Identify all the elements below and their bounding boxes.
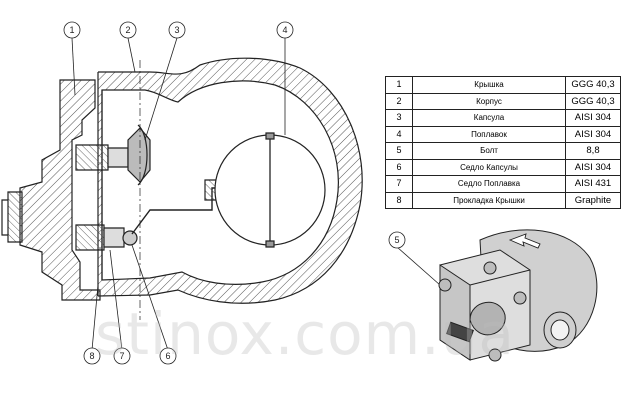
part-material-cell: AISI 431	[565, 175, 621, 193]
svg-text:2: 2	[125, 25, 130, 35]
callout-6: 6	[159, 347, 177, 365]
part-number-cell: 2	[385, 92, 413, 110]
part-name-cell: Седло Капсулы	[412, 158, 566, 176]
callout-3: 3	[168, 21, 186, 39]
part-name-cell: Прокладка Крышки	[412, 191, 566, 209]
part-number-cell: 1	[385, 76, 413, 94]
svg-text:5: 5	[394, 235, 399, 245]
callout-7: 7	[113, 347, 131, 365]
svg-text:3: 3	[174, 25, 179, 35]
part-number-cell: 7	[385, 175, 413, 193]
part-number-cell: 3	[385, 109, 413, 127]
part-number-cell: 4	[385, 125, 413, 143]
float-seat	[75, 224, 105, 251]
cross-section	[1, 57, 363, 320]
part-material-cell: GGG 40,3	[565, 92, 621, 110]
callout-2: 2	[119, 21, 137, 39]
part-material-cell: Graphite	[565, 191, 621, 209]
svg-text:8: 8	[89, 351, 94, 361]
part-material-cell: 8,8	[565, 142, 621, 160]
isometric-view	[438, 229, 598, 362]
part-number-cell: 8	[385, 191, 413, 209]
callout-8: 8	[83, 347, 101, 365]
part-name-cell: Седло Поплавка	[412, 175, 566, 193]
cover-section	[19, 79, 101, 301]
part-name-cell: Поплавок	[412, 125, 566, 143]
inlet-flange	[7, 191, 23, 243]
callout-5: 5	[388, 231, 406, 249]
part-name-cell: Капсула	[412, 109, 566, 127]
flow-arrow-icon	[508, 233, 541, 249]
part-material-cell: AISI 304	[565, 158, 621, 176]
svg-text:6: 6	[165, 351, 170, 361]
part-name-cell: Корпус	[412, 92, 566, 110]
svg-text:7: 7	[119, 351, 124, 361]
svg-text:1: 1	[69, 25, 74, 35]
valve-ball	[122, 230, 138, 246]
capsule-seat	[75, 144, 109, 171]
callout-leaders	[71, 37, 441, 351]
part-material-cell: AISI 304	[565, 125, 621, 143]
part-name-cell: Крышка	[412, 76, 566, 94]
svg-text:4: 4	[282, 25, 287, 35]
part-material-cell: AISI 304	[565, 109, 621, 127]
part-material-cell: GGG 40,3	[565, 76, 621, 94]
callout-1: 1	[63, 21, 81, 39]
part-number-cell: 6	[385, 158, 413, 176]
part-name-cell: Болт	[412, 142, 566, 160]
part-number-cell: 5	[385, 142, 413, 160]
callout-4: 4	[276, 21, 294, 39]
